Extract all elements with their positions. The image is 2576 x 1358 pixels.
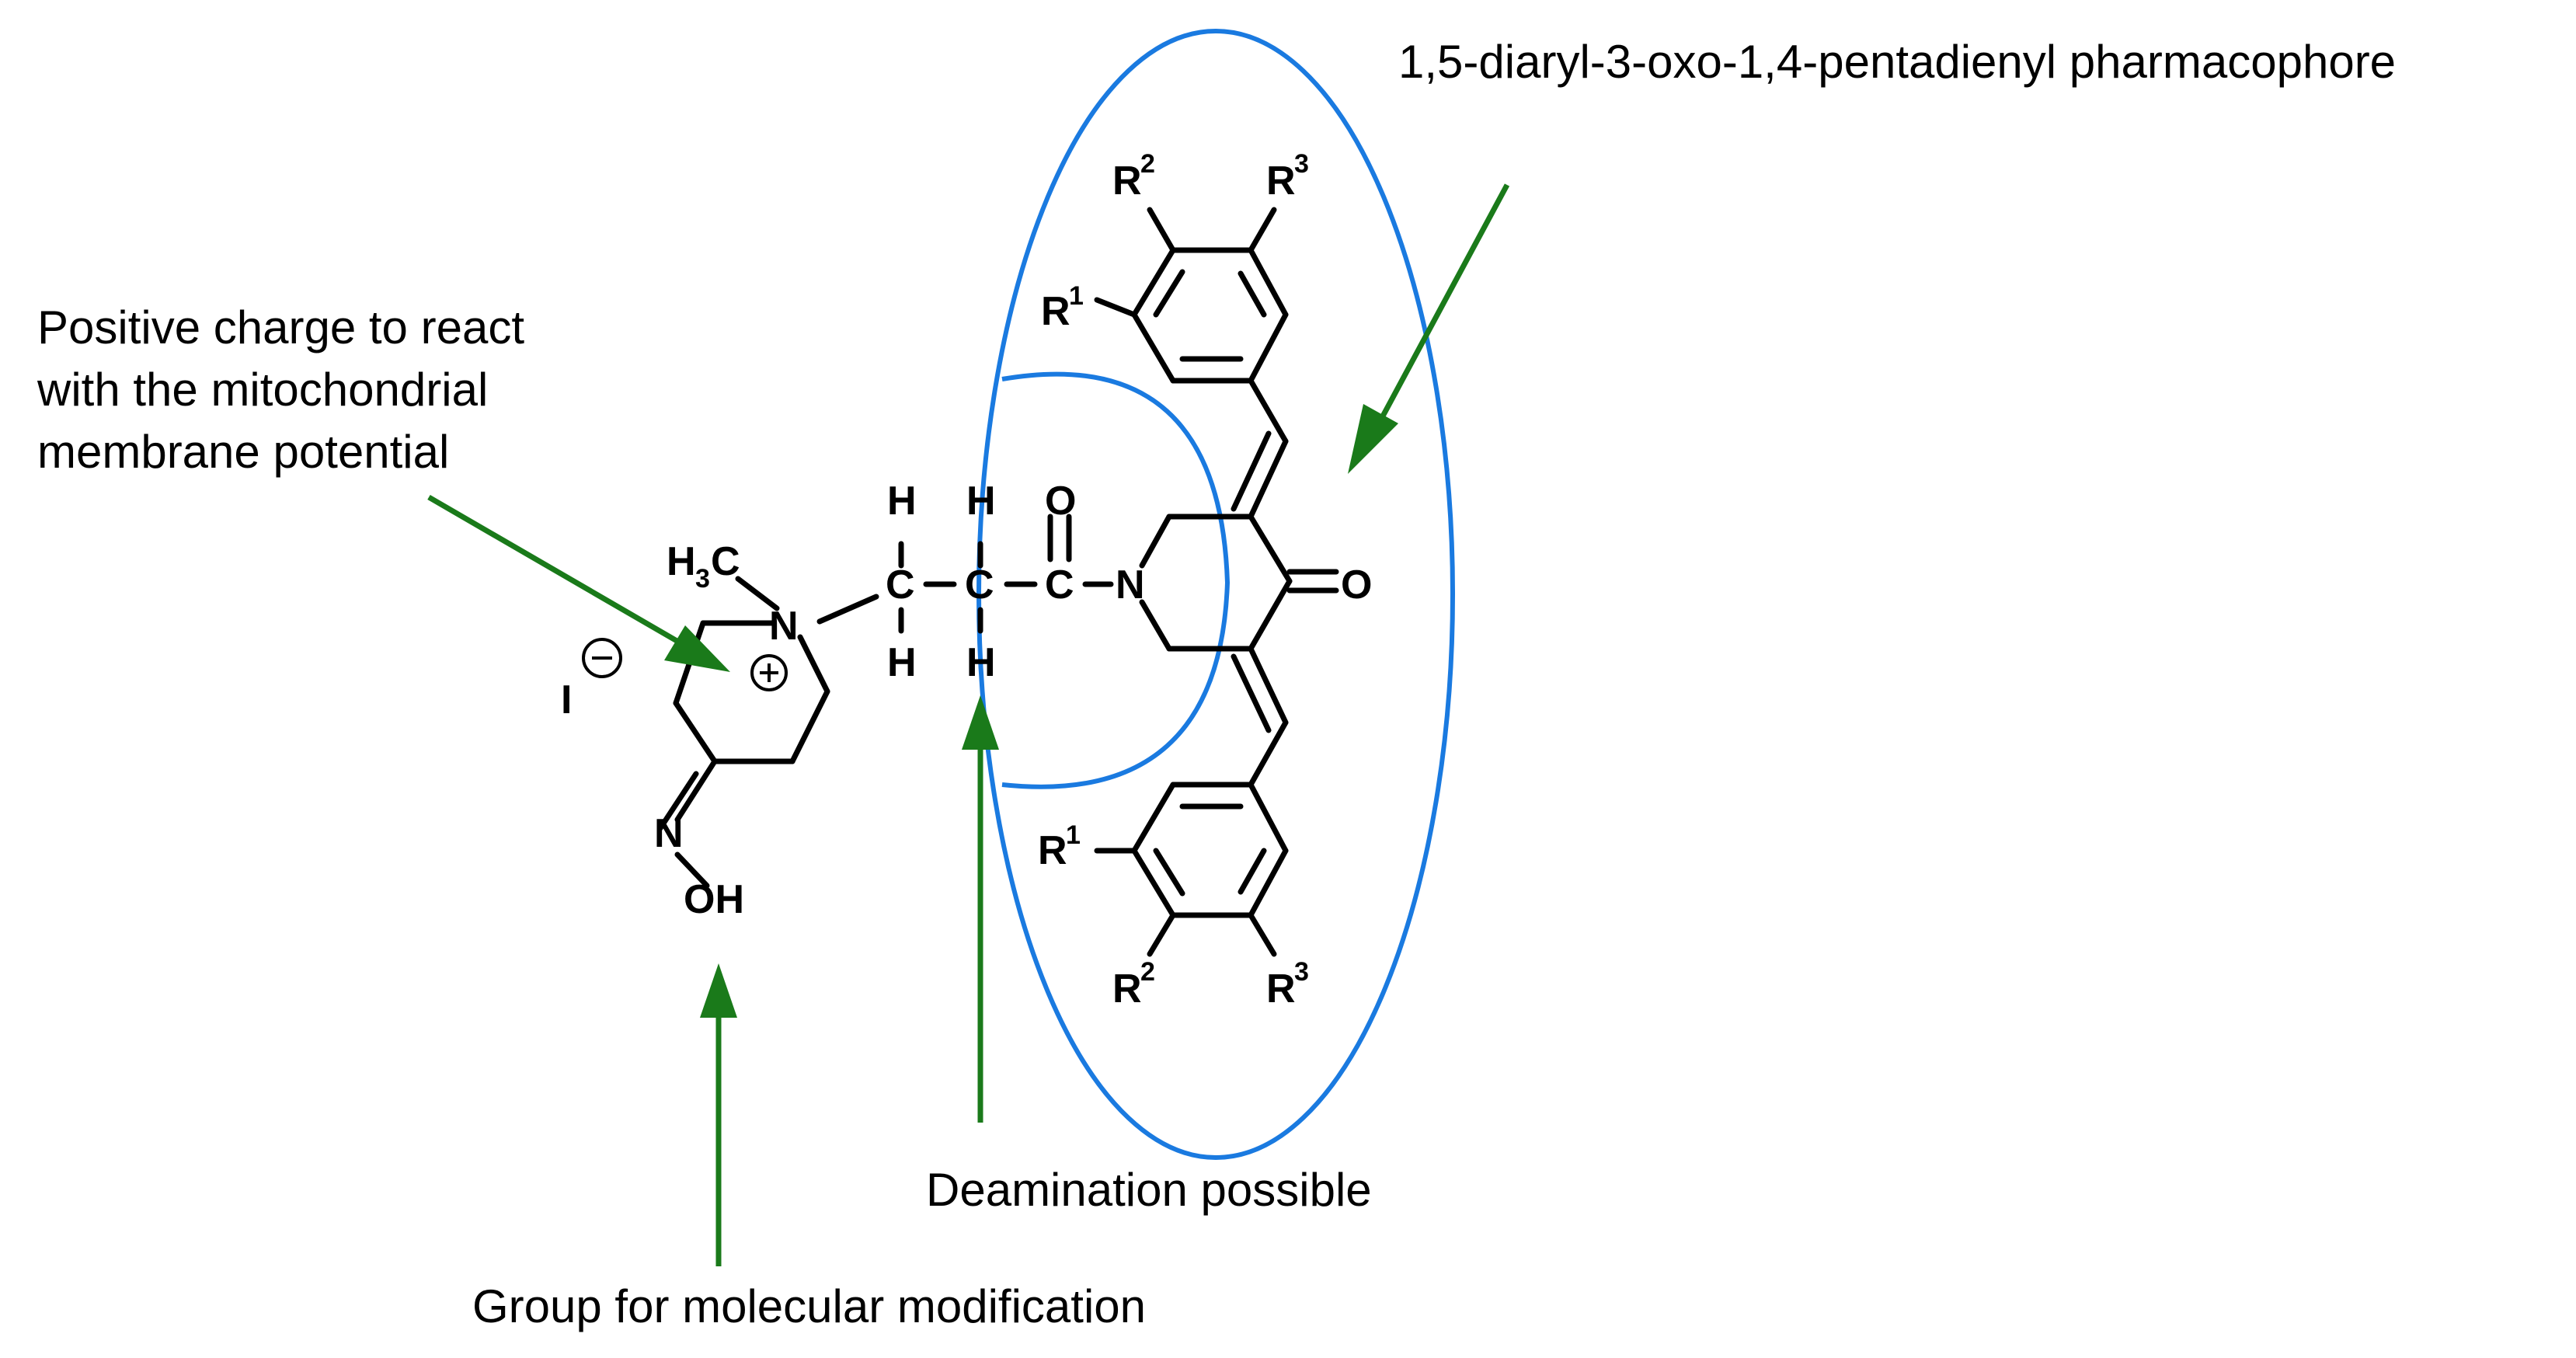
arrow-pharmacophore (1348, 183, 1510, 474)
svg-text:R: R (1266, 158, 1296, 204)
modification-label: Group for molecular modification (472, 1280, 1146, 1332)
charge-minus-icon (582, 638, 622, 678)
arrow-modification (700, 963, 737, 1266)
h-alpha-bottom: H (887, 640, 917, 685)
positive-charge-label-line3: membrane potential (37, 426, 449, 478)
upper-r1-label: R 1 (1041, 281, 1084, 334)
h-beta-top: H (966, 479, 996, 524)
oxime-oh: OH (684, 877, 744, 922)
arrow-deamination (962, 695, 999, 1123)
carbonyl-c: C (1045, 562, 1074, 608)
svg-text:1: 1 (1066, 820, 1081, 850)
ketone-o: O (1341, 562, 1372, 608)
svg-text:R: R (1038, 828, 1067, 873)
piperidone-ring (1139, 430, 1339, 733)
svg-text:R: R (1041, 289, 1070, 334)
positive-charge-label-line2: with the mitochondrial (37, 364, 488, 416)
h-beta-bottom: H (966, 640, 996, 685)
pharmacophore-label: 1,5-diaryl-3-oxo-1,4-pentadienyl pharmac… (1398, 36, 2396, 88)
svg-text:R: R (1112, 158, 1142, 204)
iodide-ion: I (561, 677, 572, 723)
arrow-positive-charge (427, 494, 730, 672)
oxime-n: N (654, 811, 684, 856)
c-alpha: C (886, 562, 915, 608)
positive-charge-label-line1: Positive charge to react (37, 301, 524, 353)
lower-aryl-ring (1094, 719, 1289, 957)
deamination-label: Deamination possible (926, 1164, 1372, 1216)
methyl-c: C (711, 539, 740, 584)
upper-r3-label: R 3 (1266, 149, 1309, 204)
charge-plus-icon (750, 654, 788, 691)
svg-text:3: 3 (1294, 149, 1309, 179)
svg-text:2: 2 (1140, 149, 1155, 179)
svg-text:1: 1 (1069, 281, 1084, 311)
methyl-h: H (667, 539, 696, 584)
svg-text:3: 3 (1294, 957, 1309, 987)
lower-r1-label: R 1 (1038, 820, 1081, 873)
pharmacophore-ellipse (976, 29, 1455, 1160)
lower-r2-label: R 2 (1112, 957, 1155, 1012)
svg-text:2: 2 (1140, 957, 1155, 987)
piperidinium-ring (657, 576, 879, 889)
c-beta: C (965, 562, 994, 608)
quaternary-n: N (769, 604, 799, 649)
h-alpha-top: H (887, 479, 917, 524)
svg-text:R: R (1112, 966, 1142, 1012)
upper-r2-label: R 2 (1112, 149, 1155, 204)
upper-aryl-ring (1094, 207, 1289, 444)
linker-bonds (898, 514, 1114, 634)
piperidone-n: N (1116, 562, 1145, 608)
carbonyl-o: O (1045, 479, 1076, 524)
methyl-sub: 3 (695, 564, 710, 594)
svg-text:R: R (1266, 966, 1296, 1012)
lower-r3-label: R 3 (1266, 957, 1309, 1012)
pharmacophore-arc (1001, 371, 1231, 789)
